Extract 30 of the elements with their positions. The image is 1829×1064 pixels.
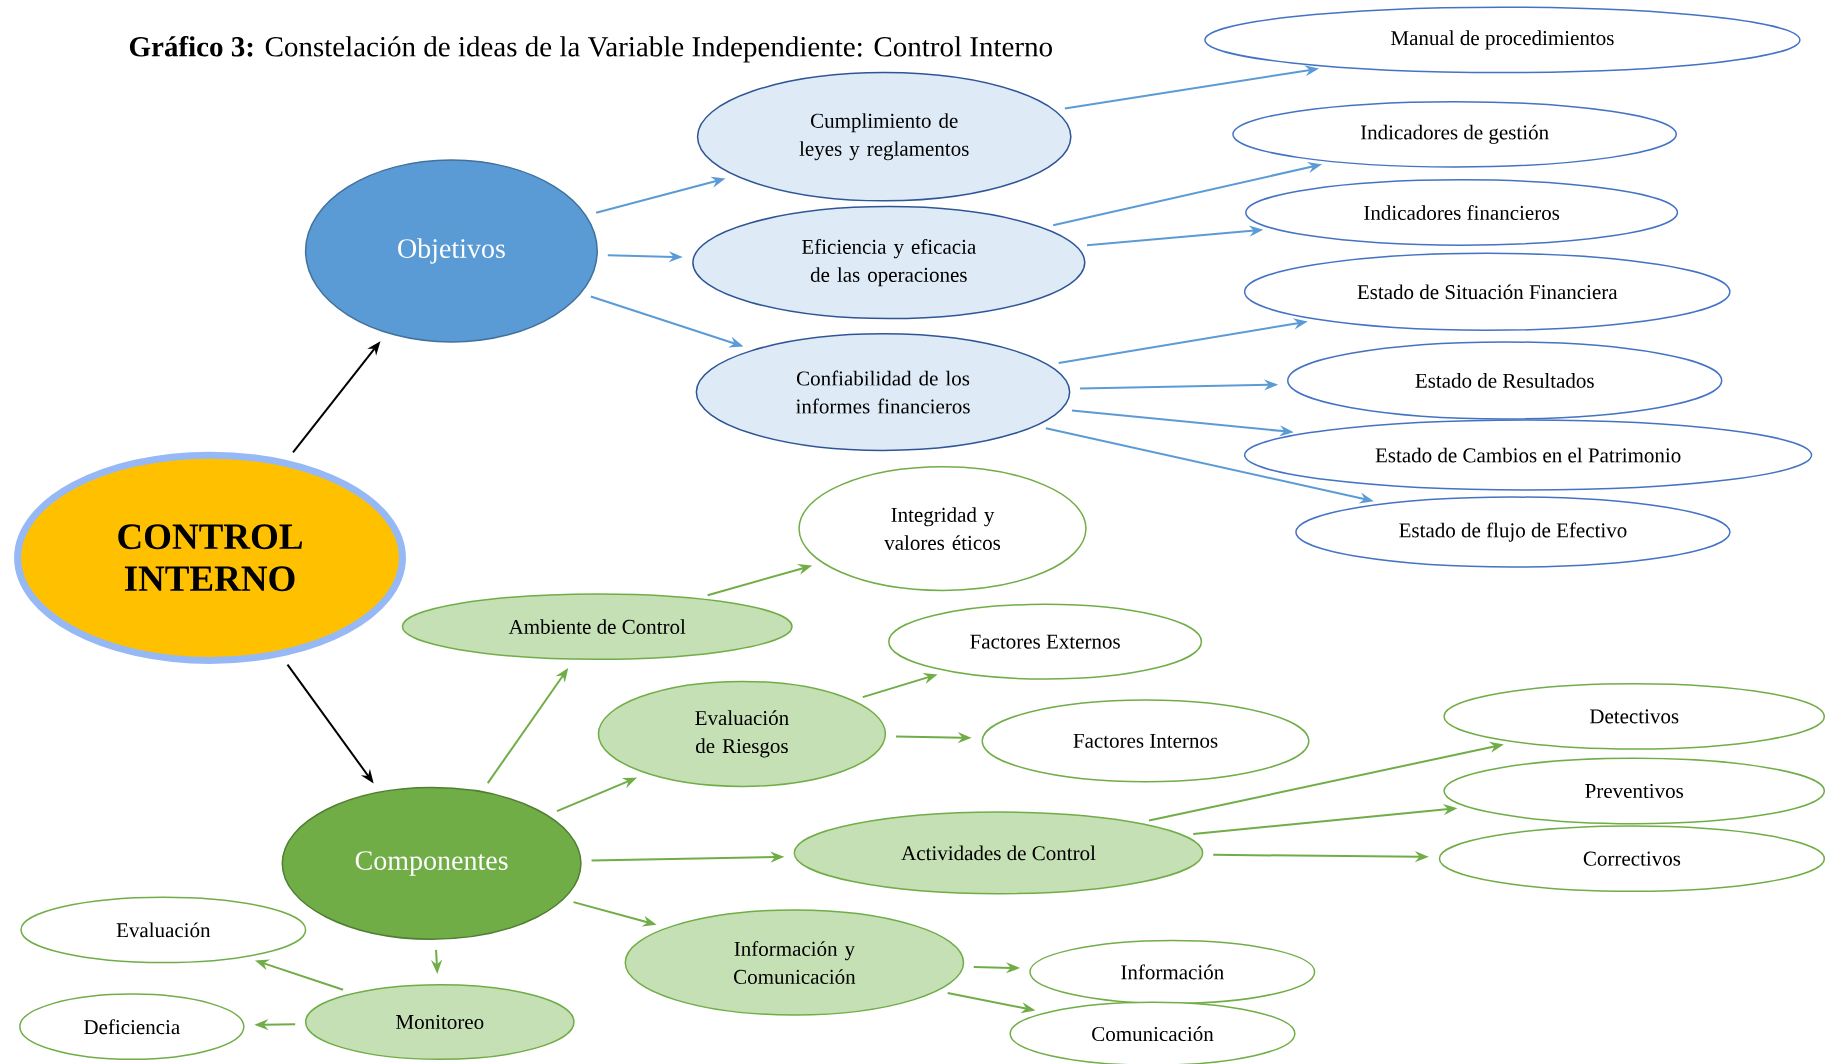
ellipse-node: Objetivos <box>304 159 598 343</box>
ellipse-node: Información y Comunicación <box>624 909 965 1016</box>
ellipse-node: Estado de Resultados <box>1287 341 1723 420</box>
ellipse-node: Ambiente de Control <box>401 593 793 660</box>
ellipse-node: Factores Internos <box>981 699 1310 783</box>
ellipse-node: Indicadores financieros <box>1245 179 1679 246</box>
node-label: Comunicación <box>1092 1026 1214 1042</box>
ellipse-node: Comunicación <box>1009 1001 1296 1064</box>
ellipse-node: Actividades de Control <box>793 811 1204 895</box>
ellipse-node: Estado de flujo de Efectivo <box>1295 496 1731 568</box>
ellipse-node: Factores Externos <box>888 603 1203 680</box>
ellipse-node: Componentes <box>281 786 582 940</box>
ellipse-node: Información <box>1029 939 1316 1005</box>
ellipse-node: Evaluación <box>20 896 307 964</box>
ellipse-node: Monitoreo <box>304 983 575 1061</box>
ellipse-node: Estado de Situación Financiera <box>1243 252 1731 332</box>
ellipse-node: Detectivos <box>1443 683 1826 750</box>
ellipse-node: Deficiencia <box>19 993 245 1061</box>
ellipse-node: Preventivos <box>1443 757 1826 825</box>
ellipse-node: Evaluación de Riesgos <box>597 680 887 788</box>
ellipse-node: Confiabilidad de los informes financieros <box>695 333 1071 452</box>
ellipse-node: CONTROL INTERNO <box>14 451 406 664</box>
ellipse-node: Cumplimiento de leyes y reglamentos <box>696 71 1072 202</box>
ellipse-node: Estado de Cambios en el Patrimonio <box>1243 419 1813 491</box>
ellipse-node: Indicadores de gestión <box>1232 100 1677 168</box>
ellipse-node: Correctivos <box>1438 825 1826 893</box>
ellipse-node: Integridad y valores éticos <box>798 466 1087 592</box>
title: Gráfico 3: Constelación de ideas de la Variable Independiente: Control Interno <box>129 35 1052 63</box>
ellipse-node: Eficiencia y eficacia de las operaciones <box>692 205 1086 320</box>
ellipse-node: Manual de procedimientos <box>1204 6 1801 74</box>
